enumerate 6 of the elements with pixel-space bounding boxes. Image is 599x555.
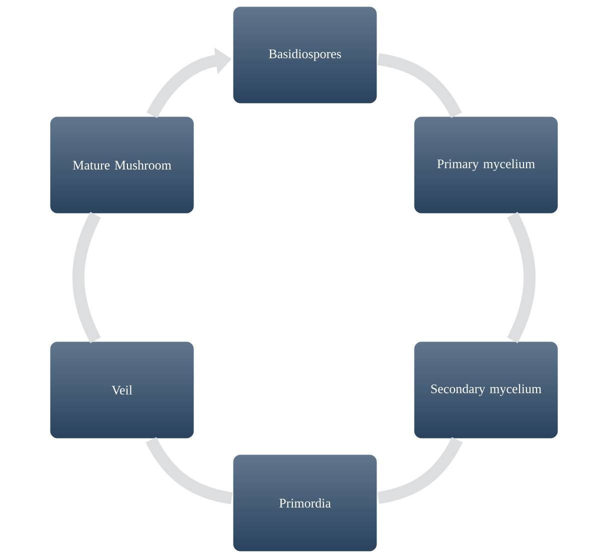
- stage-box: Primary mycelium: [412, 115, 560, 215]
- stage-box: Primordia: [232, 453, 378, 553]
- stage-box: Basidiospores: [232, 5, 378, 105]
- stage-box: Secondary mycelium: [412, 340, 560, 440]
- stage-box: Mature Mushroom: [48, 115, 196, 215]
- stage-box: Veil: [48, 340, 196, 440]
